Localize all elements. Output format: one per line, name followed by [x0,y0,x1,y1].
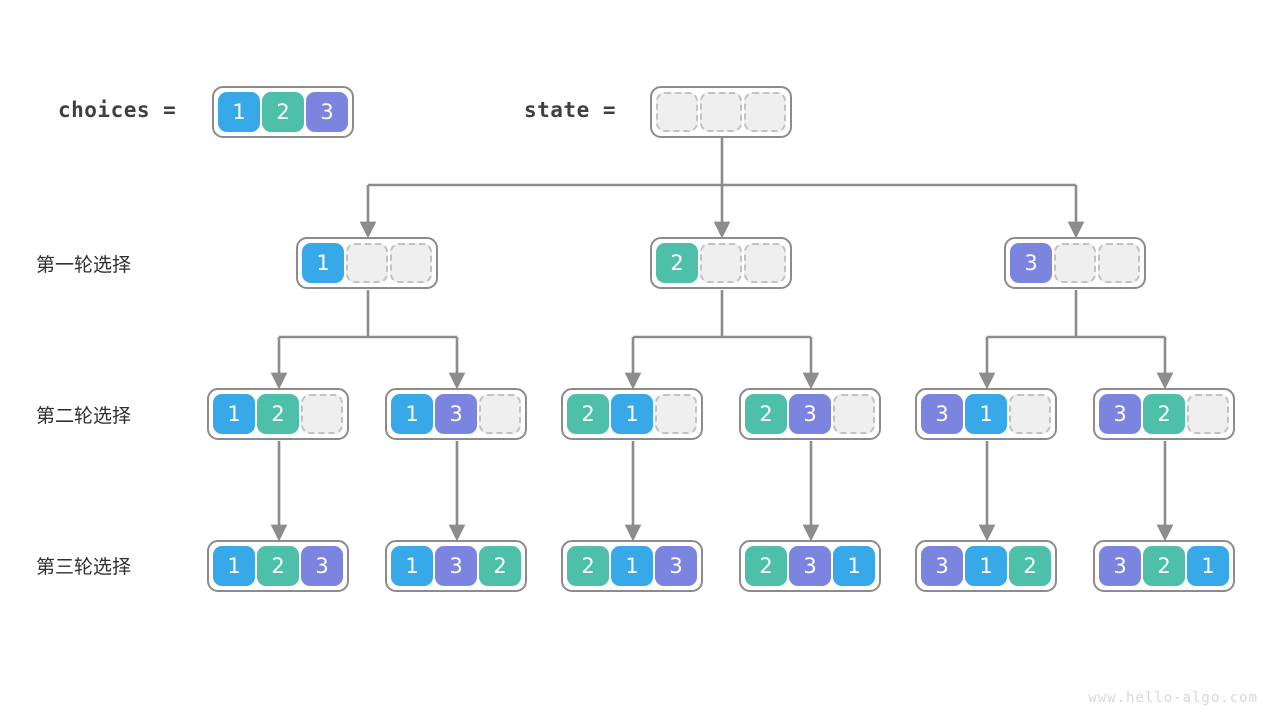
node-round2-6-cell-3 [1187,394,1229,434]
node-round2-3-cell-3 [655,394,697,434]
node-round2-5-cell-2: 1 [965,394,1007,434]
node-round1-3-cell-2 [1054,243,1096,283]
state-cell-2 [700,92,742,132]
state-cell-3 [744,92,786,132]
choices-label: choices = [58,98,177,122]
choices-cell-1: 1 [218,92,260,132]
node-round2-1-cell-3 [301,394,343,434]
node-round1-1: 1 [296,237,438,289]
node-round2-2-cell-1: 1 [391,394,433,434]
node-round2-2-cell-2: 3 [435,394,477,434]
node-round1-2: 2 [650,237,792,289]
node-round1-3-cell-3 [1098,243,1140,283]
node-round3-4-cell-3: 1 [833,546,875,586]
node-round2-5-cell-3 [1009,394,1051,434]
node-round3-5-cell-2: 1 [965,546,1007,586]
node-round1-2-cell-3 [744,243,786,283]
node-round2-3-cell-2: 1 [611,394,653,434]
node-round1-3-cell-1: 3 [1010,243,1052,283]
node-round1-1-cell-3 [390,243,432,283]
round-label-1: 第一轮选择 [36,254,132,276]
node-round2-1-cell-1: 1 [213,394,255,434]
state-cell-1 [656,92,698,132]
node-round3-6-cell-1: 3 [1099,546,1141,586]
node-round3-6-cell-3: 1 [1187,546,1229,586]
node-round3-2-cell-1: 1 [391,546,433,586]
node-round1-3: 3 [1004,237,1146,289]
choices-cell-2: 2 [262,92,304,132]
node-round1-2-cell-2 [700,243,742,283]
state-array [650,86,792,138]
node-round3-6-cell-2: 2 [1143,546,1185,586]
node-round3-2-cell-3: 2 [479,546,521,586]
node-round3-1-cell-1: 1 [213,546,255,586]
choices-cell-3: 3 [306,92,348,132]
node-round2-6-cell-2: 2 [1143,394,1185,434]
node-round3-5-cell-3: 2 [1009,546,1051,586]
node-round3-1-cell-3: 3 [301,546,343,586]
node-round3-1-cell-2: 2 [257,546,299,586]
node-round2-4-cell-3 [833,394,875,434]
node-round2-5-cell-1: 3 [921,394,963,434]
node-round2-4-cell-2: 3 [789,394,831,434]
node-round3-4-cell-1: 2 [745,546,787,586]
node-round1-2-cell-1: 2 [656,243,698,283]
watermark: www.hello-algo.com [1088,690,1258,706]
node-round3-3-cell-2: 1 [611,546,653,586]
node-round1-1-cell-1: 1 [302,243,344,283]
node-round1-1-cell-2 [346,243,388,283]
node-round3-3-cell-1: 2 [567,546,609,586]
state-label: state = [524,98,617,122]
round-label-2: 第二轮选择 [36,405,132,427]
node-round2-3-cell-1: 2 [567,394,609,434]
node-round3-3-cell-3: 3 [655,546,697,586]
node-round3-5-cell-1: 3 [921,546,963,586]
node-round2-4-cell-1: 2 [745,394,787,434]
node-round2-6-cell-1: 3 [1099,394,1141,434]
node-round2-2-cell-3 [479,394,521,434]
round-label-3: 第三轮选择 [36,556,132,578]
node-round2-1-cell-2: 2 [257,394,299,434]
node-round3-2-cell-2: 3 [435,546,477,586]
node-round3-4-cell-2: 3 [789,546,831,586]
